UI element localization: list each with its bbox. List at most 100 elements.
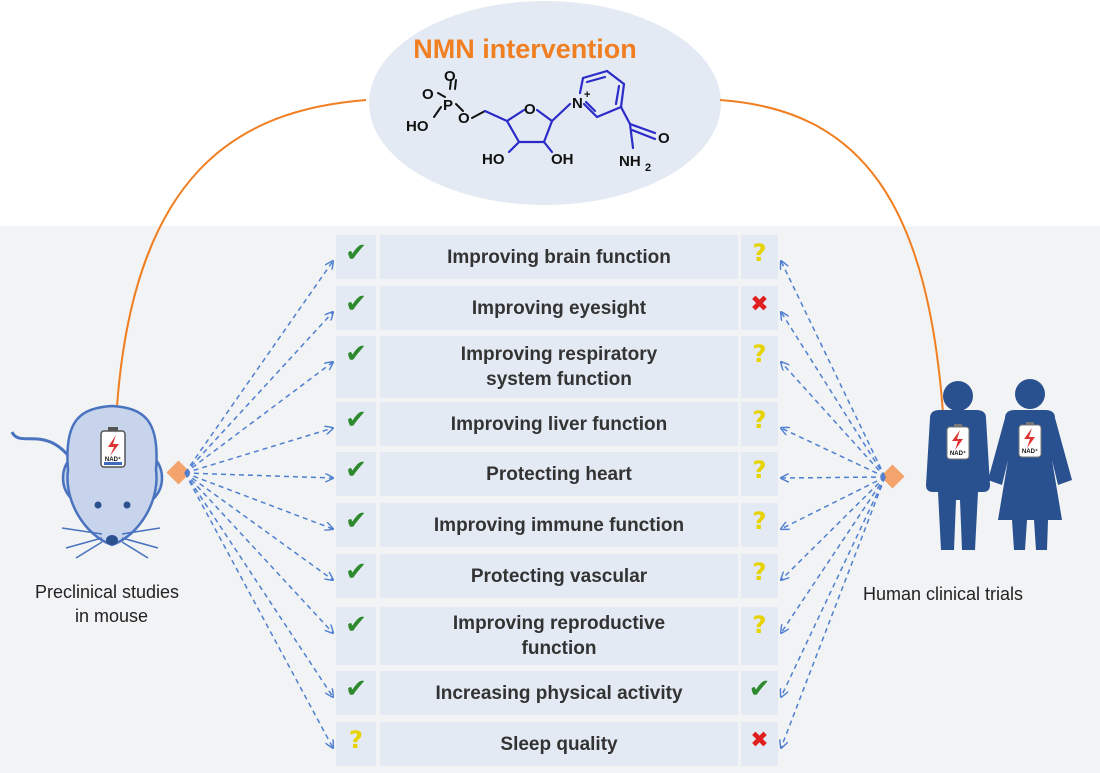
human-arrow (781, 476, 886, 748)
human-arrow (781, 476, 886, 580)
svg-text:O: O (444, 68, 456, 85)
battery-icon: NAD⁺ (946, 424, 970, 460)
mouse-result-cell (336, 671, 376, 715)
mouse-check-icon: ✔ (345, 506, 367, 536)
battery-icon: NAD⁺ (100, 427, 126, 468)
human-question-icon: ? (752, 558, 767, 586)
human-arrow (781, 261, 886, 478)
arc-to-mouse (111, 99, 367, 425)
svg-text:HO: HO (482, 151, 505, 168)
human-cross-icon: ✖ (750, 291, 769, 317)
mouse-check-icon: ✔ (345, 405, 367, 435)
mouse-check-icon: ✔ (345, 455, 367, 485)
outcome-label: Protecting vascular (470, 565, 648, 587)
nmn-molecule: O O P HO O O HO OH N + O NH 2 (406, 68, 670, 174)
human-cross-icon: ✖ (750, 727, 769, 753)
mouse-check-icon: ✔ (345, 238, 367, 268)
mouse-arrow (184, 472, 333, 697)
outcome-label: Improving liver function (450, 413, 668, 435)
human-arrow (781, 476, 886, 697)
svg-text:O: O (658, 130, 670, 147)
outcome-row (380, 452, 738, 496)
human-result-cell (741, 336, 778, 398)
svg-text:O: O (458, 110, 470, 127)
svg-text:NAD⁺: NAD⁺ (105, 456, 121, 463)
outcome-label: Improving respiratory system function (460, 344, 658, 390)
human-arrow (781, 477, 886, 478)
outcome-label: Improving reproductive function (452, 613, 666, 659)
nmn-ellipse (369, 1, 721, 205)
human-arrow (781, 476, 886, 633)
outcome-row (380, 722, 738, 766)
human-result-cell (741, 286, 778, 330)
mouse-check-icon: ✔ (345, 339, 367, 369)
svg-text:O: O (422, 86, 434, 103)
outcome-label: Improving brain function (447, 246, 671, 268)
human-result-cell (741, 452, 778, 496)
mouse-check-icon: ✔ (345, 674, 367, 704)
mouse-arrow (184, 261, 333, 474)
mouse-illustration: NAD⁺ (10, 404, 164, 559)
mouse-result-cell (336, 607, 376, 665)
svg-text:+: + (584, 89, 590, 101)
svg-text:P: P (443, 97, 453, 114)
human-result-cell (741, 503, 778, 547)
human-check-icon: ✔ (748, 674, 771, 704)
arc-to-human (719, 99, 949, 431)
outcome-row (380, 671, 738, 715)
mouse-arrow (184, 472, 333, 478)
human-result-cell (741, 671, 778, 715)
mouse-result-cell (336, 722, 376, 766)
dashed-arrows (184, 261, 886, 748)
outcome-row (380, 503, 738, 547)
mouse-result-cell (336, 452, 376, 496)
outcome-row (380, 402, 738, 446)
human-question-icon: ? (752, 456, 767, 484)
human-question-icon: ? (752, 611, 767, 639)
human-result-cell (741, 235, 778, 279)
mouse-result-cell (336, 286, 376, 330)
mouse-arrow (184, 472, 333, 580)
mouse-arrow (184, 472, 333, 633)
human-figures: NAD⁺ NAD⁺ (926, 379, 1072, 550)
svg-text:N: N (572, 95, 583, 112)
outcome-row (380, 607, 738, 665)
mouse-arrow (184, 362, 333, 474)
outcome-label: Sleep quality (500, 733, 618, 755)
human-question-icon: ? (752, 507, 767, 535)
svg-text:NAD⁺: NAD⁺ (950, 450, 966, 457)
outcome-label: Protecting heart (486, 463, 632, 485)
mouse-question-icon: ? (349, 726, 363, 754)
mouse-arrow (184, 428, 333, 474)
outcome-label: Improving immune function (433, 514, 685, 536)
svg-text:O: O (524, 101, 536, 118)
mouse-arrow (184, 472, 333, 529)
mouse-result-cell (336, 554, 376, 598)
svg-text:2: 2 (645, 162, 651, 174)
outcome-label: Improving eyesight (471, 297, 647, 319)
nmn-title: NMN intervention (413, 34, 637, 64)
mouse-result-cell (336, 402, 376, 446)
human-question-icon: ? (752, 239, 767, 267)
human-result-cell (741, 722, 778, 766)
mouse-check-icon: ✔ (345, 557, 367, 587)
human-arrow (781, 362, 886, 478)
human-result-cell (741, 402, 778, 446)
mouse-result-cell (336, 336, 376, 398)
svg-text:OH: OH (551, 151, 574, 168)
human-arrow (781, 476, 886, 529)
outcome-row (380, 235, 738, 279)
mouse-source-diamond (166, 460, 191, 485)
human-result-cell (741, 607, 778, 665)
outcome-row (380, 286, 738, 330)
mouse-check-icon: ✔ (345, 289, 367, 319)
mouse-arrow (184, 312, 333, 474)
human-question-icon: ? (752, 340, 767, 368)
svg-text:HO: HO (406, 118, 429, 135)
human-arrow (781, 312, 886, 478)
mouse-result-cell (336, 235, 376, 279)
outcome-row (380, 554, 738, 598)
mouse-result-cell (336, 503, 376, 547)
